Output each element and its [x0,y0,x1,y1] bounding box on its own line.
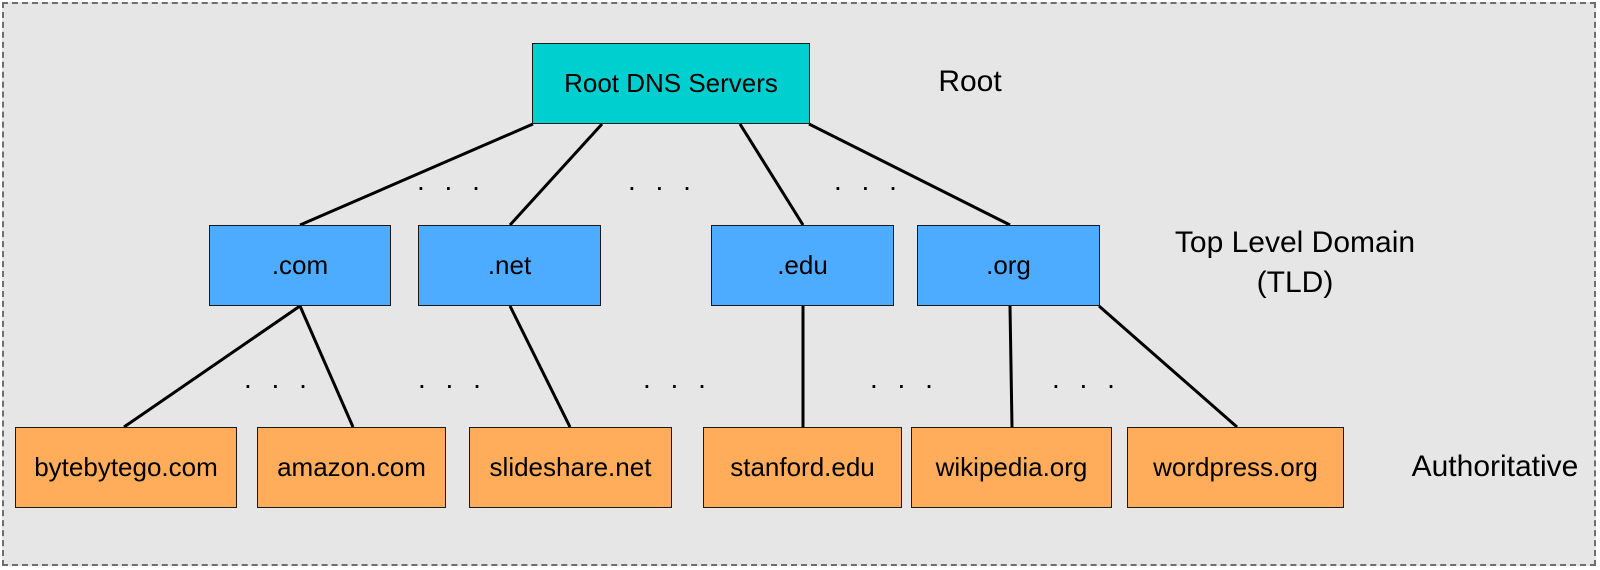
auth-node-wikipedia: wikipedia.org [911,427,1112,508]
edge-net-slideshare [508,305,572,428]
level-label-tld-line1: Top Level Domain [1174,226,1416,259]
tld-node-org: .org [917,225,1100,306]
ellipsis-root-1: . . . [417,165,486,196]
level-label-authoritative: Authoritative [1411,450,1579,483]
edge-org-wikipedia [1008,305,1014,428]
level-label-tld: Top Level Domain (TLD) [1150,223,1440,303]
ellipsis-tld-2: . . . [418,363,487,394]
edge-root-net [508,122,604,227]
root-dns-servers-node: Root DNS Servers [532,43,810,124]
edge-org-wordpress [1098,304,1238,429]
ellipsis-root-3: . . . [834,165,903,196]
ellipsis-root-2: . . . [628,165,697,196]
edge-root-com [299,122,534,227]
auth-node-wordpress: wordpress.org [1127,427,1344,508]
edge-com-bytebytego [123,304,301,429]
level-label-tld-line2: (TLD) [1256,266,1334,299]
auth-node-bytebytego: bytebytego.com [15,427,237,508]
tld-node-edu: .edu [711,225,894,306]
ellipsis-tld-5: . . . [1052,363,1121,394]
edge-root-edu [738,123,805,226]
tld-node-com: .com [209,225,391,306]
auth-node-stanford: stanford.edu [703,427,902,508]
edge-com-amazon [298,305,355,428]
auth-node-slideshare: slideshare.net [469,427,672,508]
level-label-root: Root [938,65,1002,98]
ellipsis-tld-1: . . . [244,363,313,394]
edge-root-org [808,122,1011,227]
ellipsis-tld-3: . . . [643,363,712,394]
auth-node-amazon: amazon.com [257,427,446,508]
tld-node-net: .net [418,225,601,306]
ellipsis-tld-4: . . . [870,363,939,394]
